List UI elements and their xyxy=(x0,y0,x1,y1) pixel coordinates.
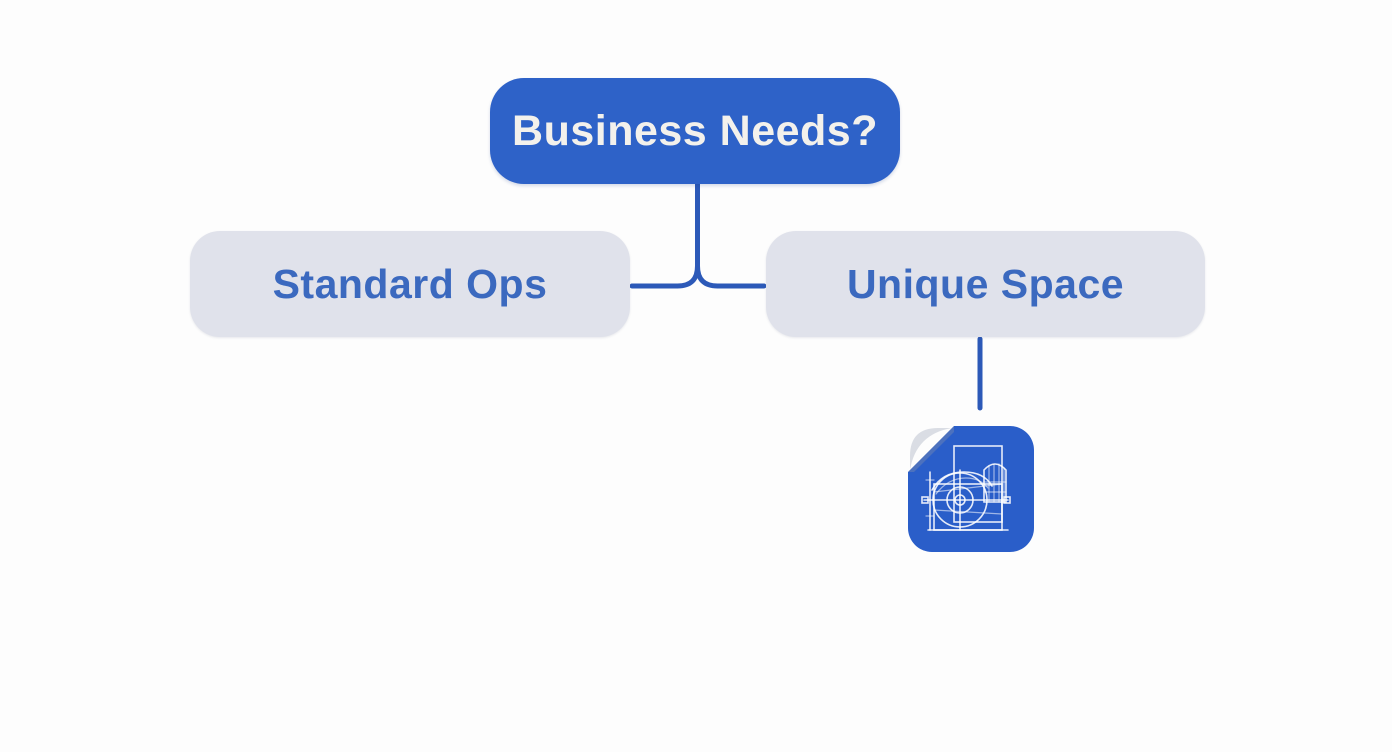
connector-root-to-left xyxy=(629,181,700,289)
node-unique-space[interactable]: Unique Space xyxy=(766,231,1205,337)
node-standard-ops[interactable]: Standard Ops xyxy=(190,231,630,337)
blueprint-document-icon[interactable] xyxy=(908,426,1034,552)
node-standard-ops-label: Standard Ops xyxy=(272,260,548,307)
connector-root-to-right xyxy=(695,181,767,289)
node-business-needs[interactable]: Business Needs? xyxy=(490,78,900,184)
node-business-needs-label: Business Needs? xyxy=(512,106,878,155)
node-unique-space-label: Unique Space xyxy=(846,260,1125,307)
